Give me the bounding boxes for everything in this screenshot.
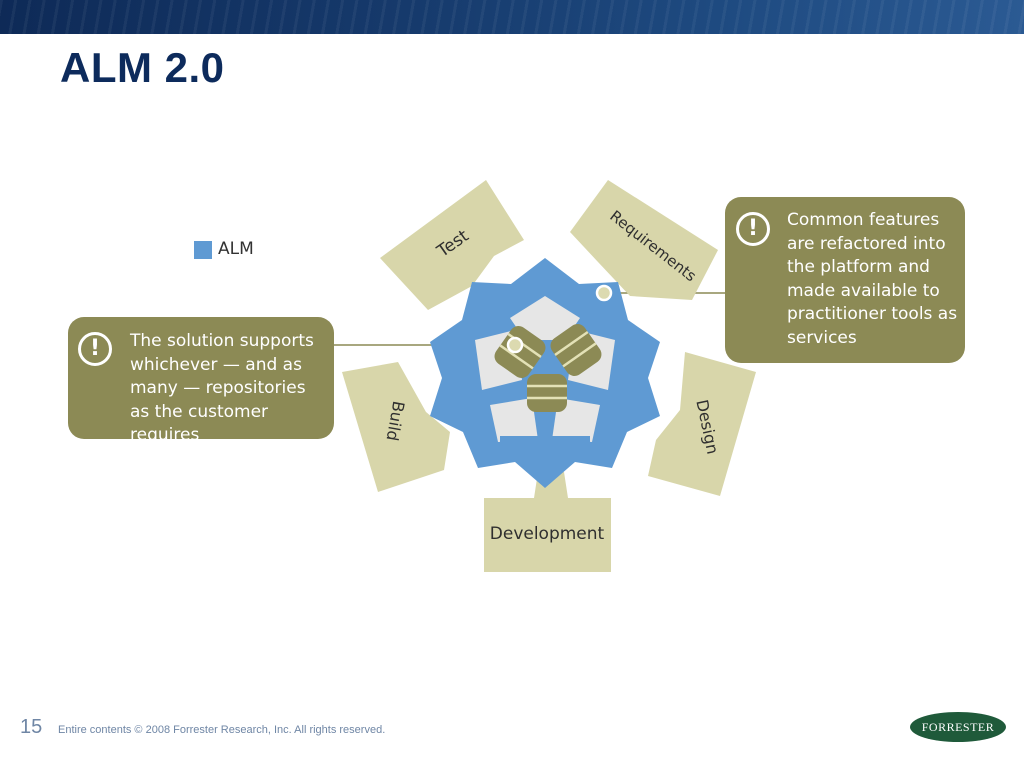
piece-test[interactable]: Test xyxy=(380,180,524,310)
legend-swatch-alm xyxy=(194,241,212,259)
piece-build[interactable]: Build xyxy=(342,362,450,492)
callout-common-features-text: Common features are refactored into the … xyxy=(787,210,958,348)
piece-development[interactable]: Development xyxy=(484,472,611,572)
repository-right-icon xyxy=(550,324,602,376)
forrester-logo: FORRESTER xyxy=(910,712,1006,742)
alm-platform xyxy=(430,258,660,488)
connector-ring-right xyxy=(595,284,613,302)
piece-design[interactable]: Design xyxy=(648,352,756,496)
top-banner xyxy=(0,0,1024,34)
exclamation-icon: ! xyxy=(736,212,770,246)
legend-label-alm: ALM xyxy=(218,239,254,259)
exclamation-icon: ! xyxy=(78,332,112,366)
repository-center-icon xyxy=(527,374,567,412)
callout-common-features: ! Common features are refactored into th… xyxy=(725,197,965,363)
piece-development-label: Development xyxy=(490,524,605,544)
connector-ring-left xyxy=(506,336,524,354)
callout-repositories-text: The solution supports whichever — and as… xyxy=(130,331,314,445)
copyright-notice: Entire contents © 2008 Forrester Researc… xyxy=(58,724,386,736)
repository-stems xyxy=(500,405,590,443)
callout-repositories: ! The solution supports whichever — and … xyxy=(68,317,334,445)
piece-requirements[interactable]: Requirements xyxy=(570,180,718,300)
slide-title: ALM 2.0 xyxy=(60,44,225,91)
page-number: 15 xyxy=(20,716,43,738)
